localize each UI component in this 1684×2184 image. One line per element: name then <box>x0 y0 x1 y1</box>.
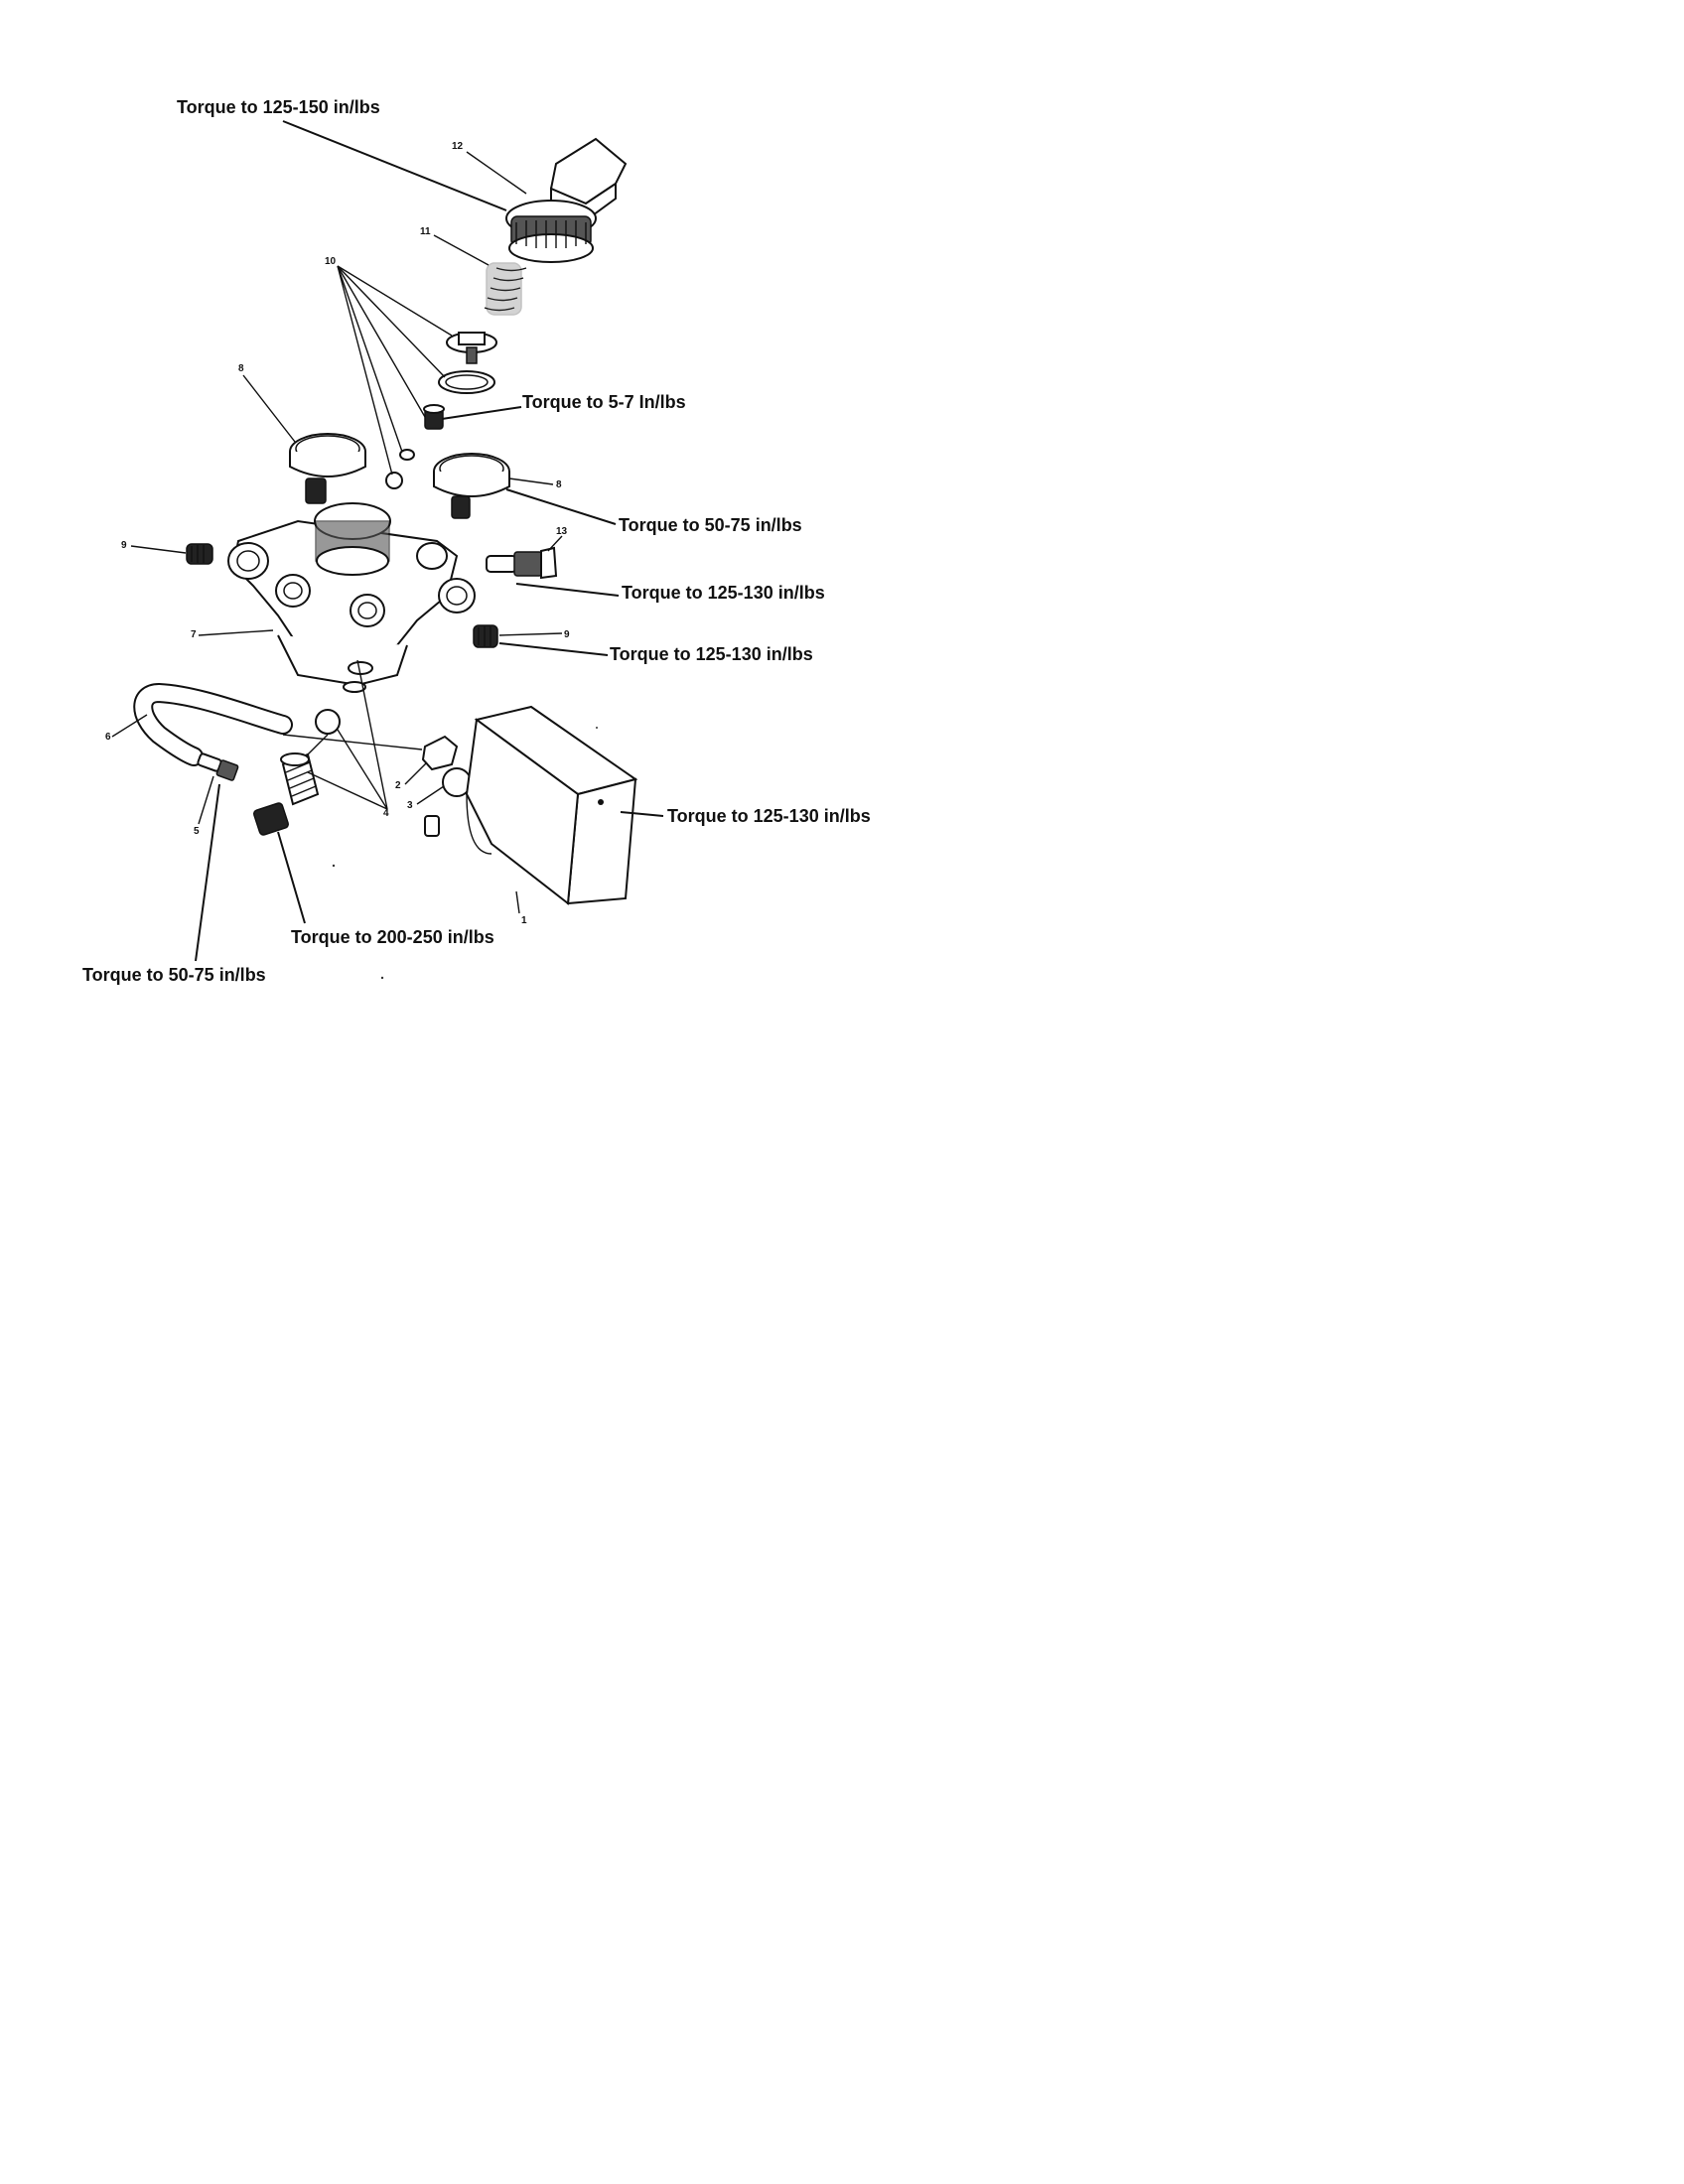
torque-label-125-130-b: Torque to 125-130 in/lbs <box>610 644 813 664</box>
part-8-left-gauge <box>289 433 366 504</box>
part-number-11: 11 <box>420 226 431 237</box>
torque-label-50-75-bottom: Torque to 50-75 in/lbs <box>82 965 266 985</box>
part-4-nipple <box>253 752 320 836</box>
part-6-tube <box>133 682 293 766</box>
part-9-right-plug <box>473 624 498 648</box>
part-12-regulator-knob <box>505 137 628 263</box>
lower-o-rings <box>315 661 373 735</box>
part-number-10: 10 <box>325 256 337 267</box>
part-number-9-right: 9 <box>564 629 570 640</box>
part-number-5: 5 <box>194 826 200 837</box>
part-number-7: 7 <box>191 629 197 640</box>
torque-label-50-75-right: Torque to 50-75 in/lbs <box>619 515 802 535</box>
part-8-right-gauge <box>433 453 510 519</box>
torque-label-125-150: Torque to 125-150 in/lbs <box>177 97 380 117</box>
torque-label-125-130-c: Torque to 125-130 in/lbs <box>667 806 871 826</box>
part-number-6: 6 <box>105 732 111 743</box>
part-number-8-right: 8 <box>556 479 562 490</box>
part-number-4: 4 <box>383 808 389 819</box>
torque-label-5-7: Torque to 5-7 In/lbs <box>522 392 686 412</box>
part-number-13: 13 <box>556 526 568 537</box>
scan-speck <box>596 727 598 729</box>
part-number-8-left: 8 <box>238 363 244 374</box>
part-1-pressure-switch <box>465 705 638 905</box>
torque-label-125-130-a: Torque to 125-130 in/lbs <box>622 583 825 603</box>
part-5-fitting <box>197 752 239 781</box>
part-10-valve-components <box>385 332 497 489</box>
part-2-3-connectors <box>421 735 472 837</box>
part-11-spring <box>484 262 527 316</box>
part-7-manifold <box>227 502 476 687</box>
part-number-3: 3 <box>407 800 413 811</box>
part-number-2: 2 <box>395 780 401 791</box>
scan-speck <box>380 976 384 980</box>
leader-lines <box>111 120 664 962</box>
scan-speck <box>332 864 336 868</box>
part-9-left-plug <box>186 543 213 565</box>
part-number-12: 12 <box>452 141 464 152</box>
torque-label-200-250: Torque to 200-250 in/lbs <box>291 927 494 947</box>
part-number-1: 1 <box>521 915 527 926</box>
part-13-fitting <box>486 546 558 580</box>
part-number-9-left: 9 <box>121 540 127 551</box>
